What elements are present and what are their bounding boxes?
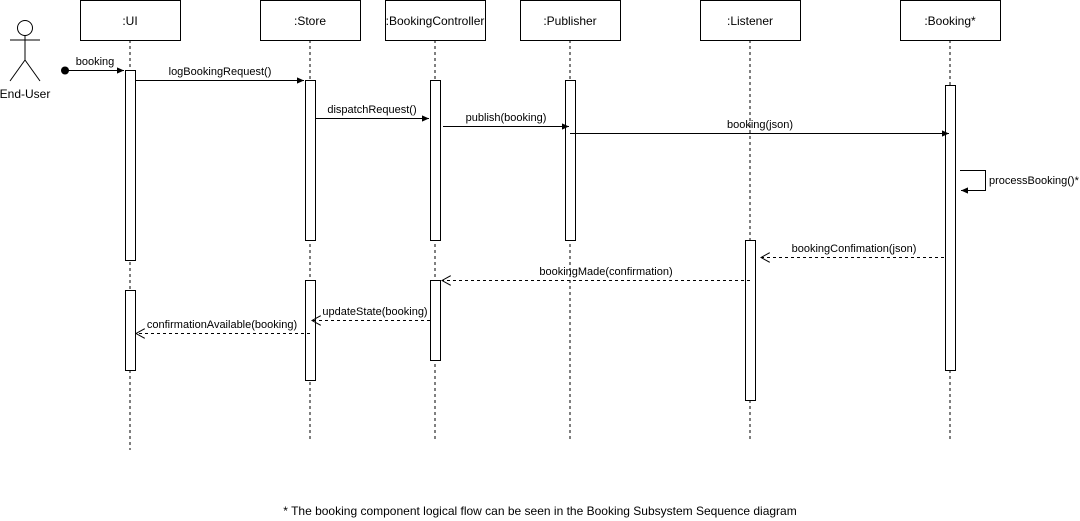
message-label: bookingConfimation(json) — [792, 243, 917, 255]
message-booking-made[interactable]: bookingMade(confirmation) — [442, 266, 750, 281]
actor-end-user[interactable]: End-User — [0, 20, 50, 102]
activation-booking — [945, 85, 956, 371]
message-label: booking(json) — [727, 119, 793, 131]
footnote: * The booking component logical flow can… — [283, 504, 796, 518]
participant-booking-controller[interactable]: :BookingController — [385, 0, 486, 41]
participant-ui-label: :UI — [122, 14, 137, 28]
participant-listener[interactable]: :Listener — [700, 0, 801, 41]
message-label: publish(booking) — [466, 112, 547, 124]
activation-controller-1 — [430, 80, 441, 241]
participant-publisher[interactable]: :Publisher — [520, 0, 621, 41]
activation-controller-2 — [430, 280, 441, 361]
participant-store-label: :Store — [294, 14, 326, 28]
message-label: processBooking()* — [989, 175, 1080, 187]
message-log-booking-request[interactable]: logBookingRequest() — [136, 66, 304, 84]
message-dispatch-request[interactable]: dispatchRequest() — [316, 104, 429, 122]
actor-label: End-User — [0, 87, 50, 101]
activation-ui-1 — [125, 70, 136, 261]
participant-booking-controller-label: :BookingController — [386, 14, 485, 28]
message-booking-json[interactable]: booking(json) — [570, 119, 949, 137]
message-publish[interactable]: publish(booking) — [443, 112, 569, 130]
message-booking-confimation[interactable]: bookingConfimation(json) — [761, 243, 944, 258]
message-label: logBookingRequest() — [169, 66, 272, 78]
message-label: bookingMade(confirmation) — [539, 266, 672, 278]
activation-ui-2 — [125, 290, 136, 371]
activation-publisher — [565, 80, 576, 241]
message-label: booking — [76, 56, 115, 68]
activation-listener — [745, 240, 756, 401]
message-label: confirmationAvailable(booking) — [147, 319, 297, 331]
participant-store[interactable]: :Store — [260, 0, 361, 41]
activation-store-2 — [305, 280, 316, 381]
participant-publisher-label: :Publisher — [543, 14, 596, 28]
message-label: dispatchRequest() — [327, 104, 416, 116]
stick-figure-icon — [9, 20, 41, 82]
participant-booking-label: :Booking* — [924, 14, 976, 28]
message-label: updateState(booking) — [322, 306, 427, 318]
participant-ui[interactable]: :UI — [80, 0, 181, 41]
participant-listener-label: :Listener — [727, 14, 773, 28]
activation-store-1 — [305, 80, 316, 241]
message-process-booking[interactable]: processBooking()* — [960, 170, 1080, 194]
message-confirmation-available[interactable]: confirmationAvailable(booking) — [136, 319, 310, 334]
message-update-state[interactable]: updateState(booking) — [312, 306, 430, 321]
participant-booking[interactable]: :Booking* — [900, 0, 1001, 41]
message-booking[interactable]: booking — [61, 56, 124, 75]
